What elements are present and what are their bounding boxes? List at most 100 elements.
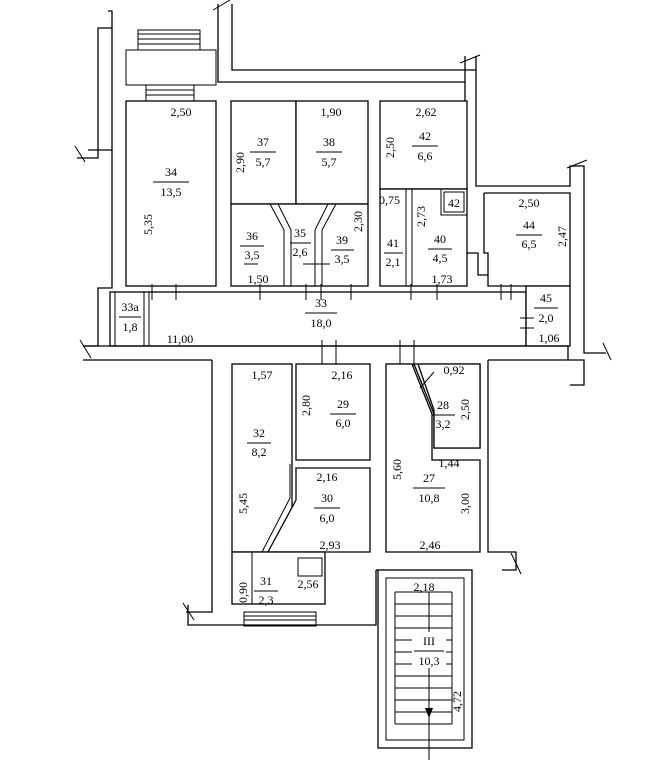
room-area: 3,5 (335, 252, 350, 266)
room-29 (295, 363, 371, 461)
dimension: 2,16 (317, 470, 338, 484)
room-number: 40 (434, 232, 446, 246)
room-area: 3,2 (436, 417, 451, 431)
room-label-30: 30 6,0 (314, 491, 340, 525)
dimension: 3,00 (458, 493, 472, 514)
room-number: 31 (260, 574, 272, 588)
outer-wall-left-mid (83, 150, 113, 347)
room-area: 2,0 (539, 311, 554, 325)
room-area: 18,0 (311, 316, 332, 330)
room-area: 8,2 (252, 445, 267, 459)
dimension: 5,60 (390, 459, 404, 480)
room-label-28: 28 3,2 (432, 398, 455, 431)
dimension: 11,00 (167, 332, 194, 346)
room-area: 3,5 (245, 248, 260, 262)
room-number: 33 (315, 296, 327, 310)
room-42-small (440, 188, 468, 216)
room-number: 27 (423, 471, 435, 485)
dimension: 2,46 (420, 538, 441, 552)
room-area: 4,5 (433, 251, 448, 265)
dimension: 1,73 (432, 272, 453, 286)
break-mark-top (212, 0, 231, 11)
room-label-44: 44 6,5 (516, 218, 542, 251)
room-label-38: 38 5,7 (316, 135, 342, 169)
room-number: 33а (121, 300, 139, 314)
room-number: 44 (523, 218, 535, 232)
room-45 (525, 285, 571, 347)
room-number: 45 (540, 291, 552, 305)
dimension: 1,57 (252, 368, 273, 382)
room-area: 6,0 (336, 416, 351, 430)
dimension: 5,45 (236, 493, 250, 514)
break-mark-left-mid (79, 339, 92, 359)
break-mark-top-right (459, 54, 481, 64)
room-35-walls (269, 203, 285, 286)
room-label-29: 29 6,0 (330, 397, 356, 430)
room-label-33: 33 18,0 (305, 296, 337, 330)
room-31 (231, 551, 326, 605)
room-number: 32 (253, 426, 265, 440)
room-label-32: 32 8,2 (247, 426, 271, 459)
dimension: 2,18 (414, 580, 435, 594)
room-area: 6,5 (522, 237, 537, 251)
dimension: 1,44 (439, 456, 460, 470)
room-number: 34 (165, 165, 177, 179)
room-label-42: 42 6,6 (412, 129, 438, 163)
room-41-40-block (379, 188, 468, 287)
room-area: 5,7 (256, 155, 271, 169)
dimension: 1,90 (321, 105, 342, 119)
dimension: 0,90 (236, 582, 250, 603)
stair-arrow-icon (425, 708, 433, 718)
room-28 (417, 363, 481, 449)
dimension: 2,93 (320, 538, 341, 552)
room-32 (231, 363, 293, 553)
dimension: 2,62 (416, 105, 437, 119)
room-label-36: 36 3,5 (240, 229, 264, 262)
break-mark-lower-right (510, 552, 522, 575)
break-mark-right (566, 159, 588, 169)
room-36-35-39-block (230, 203, 369, 287)
dimension: 2,73 (414, 206, 428, 227)
dimension: 2,50 (171, 105, 192, 119)
room-number: 41 (387, 236, 399, 250)
room-number: III (423, 634, 435, 648)
dimension: 0,92 (444, 363, 465, 377)
outer-wall-upper-left-inner (88, 28, 113, 151)
room-label-41: 41 2,1 (384, 236, 403, 269)
room-label-34: 34 13,5 (153, 165, 189, 199)
room-number: 42 (448, 196, 460, 210)
room-label-III: III 10,3 (412, 632, 446, 668)
room-area: 2,3 (259, 593, 274, 607)
stairs-bottom (243, 611, 317, 627)
room-label-31: 31 2,3 (254, 574, 278, 607)
outer-wall-top-center (217, 4, 466, 83)
room-label-39: 39 3,5 (331, 233, 354, 266)
dimension: 1,50 (248, 272, 269, 286)
dimension: 2,90 (233, 152, 247, 173)
room-area: 6,0 (320, 511, 335, 525)
dimension: 5,35 (141, 214, 155, 235)
dimension: 2,30 (351, 211, 365, 232)
dimension: 2,80 (299, 395, 313, 416)
dimension: 2,50 (383, 137, 397, 158)
room-label-45: 45 2,0 (534, 291, 558, 325)
room-number: 39 (336, 233, 348, 247)
room-area: 6,6 (418, 149, 433, 163)
outer-wall-right (475, 70, 606, 354)
dimension-labels: 2,50 1,90 2,62 2,90 5,35 2,50 0,75 2,73 … (141, 105, 569, 712)
room-label-42-small: 42 (448, 196, 460, 210)
dimension: 4,72 (450, 691, 464, 712)
room-area: 10,8 (419, 491, 440, 505)
room-number: 42 (419, 129, 431, 143)
dimension: 2,50 (458, 399, 472, 420)
dimension: 2,47 (555, 226, 569, 247)
room-number: 35 (294, 226, 306, 240)
break-mark-lower-left (182, 602, 195, 621)
dimension: 2,56 (298, 577, 319, 591)
break-mark-left (74, 145, 86, 163)
lower-left-outer-wall (186, 360, 213, 613)
room-label-33a: 33а 1,8 (119, 300, 141, 334)
room-number: 37 (257, 135, 269, 149)
room-area: 1,8 (123, 320, 138, 334)
dimension: 1,06 (539, 331, 560, 345)
